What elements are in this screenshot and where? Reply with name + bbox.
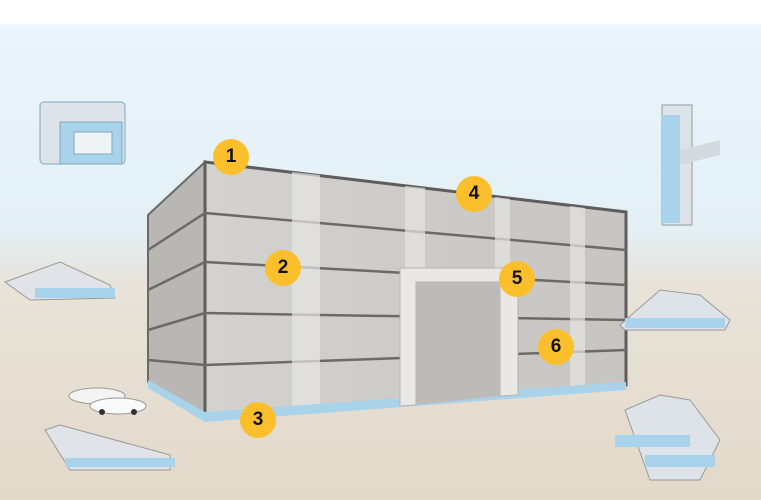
marker-6[interactable]: 6 [538,329,574,365]
marker-2[interactable]: 2 [265,250,301,286]
profile-3 [44,424,175,471]
profile-5 [619,289,731,331]
profile-4 [661,104,720,226]
cars [68,387,147,415]
profile-1 [39,101,126,165]
marker-3[interactable]: 3 [240,402,276,438]
profile-6 [615,394,721,481]
marker-4[interactable]: 4 [456,176,492,212]
entrance-frame [399,267,519,407]
marker-1[interactable]: 1 [213,139,249,175]
profile-2 [3,261,116,301]
marker-5[interactable]: 5 [499,261,535,297]
